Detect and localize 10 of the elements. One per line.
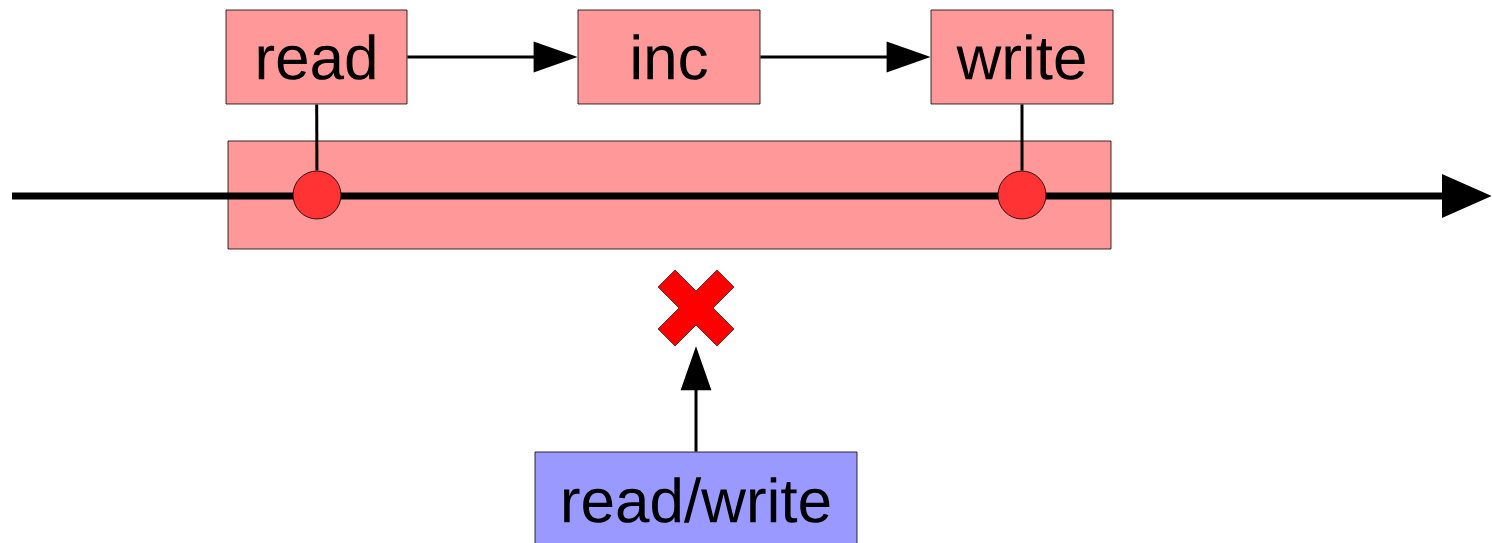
connector-line [1020,104,1024,171]
event-dot [997,170,1047,220]
event-dot [292,170,342,220]
band-box [227,140,1112,250]
process-box: read/write [534,451,858,543]
cross-mark [657,269,735,347]
process-box: write [930,9,1114,105]
connector-line [315,104,319,171]
process-box: inc [577,9,761,105]
process-box: read [225,9,408,105]
